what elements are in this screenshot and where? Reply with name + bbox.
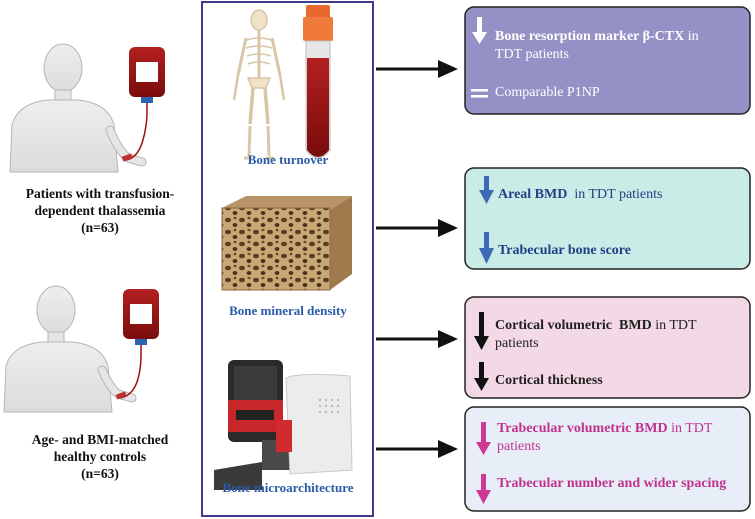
turnover-result-bold: Bone resorption marker β-CTX <box>495 29 685 44</box>
cortical-result-rest: in TDT <box>651 318 697 333</box>
patients-count: (n=63) <box>81 220 119 235</box>
controls-count: (n=63) <box>81 466 119 481</box>
trabecular-result-rest: in TDT <box>667 421 713 436</box>
turnover-result-line3: Comparable P1NP <box>495 85 600 100</box>
patient-figure-tdt <box>9 43 147 173</box>
control-figure <box>3 285 137 413</box>
result-box-trabecular <box>464 406 751 512</box>
result-box-bmd <box>464 167 751 270</box>
result-box-cortical <box>464 296 751 399</box>
cortical-result-line3: Cortical thickness <box>495 373 603 388</box>
trabecular-bone-icon <box>221 196 352 291</box>
decrease-arrow-icon <box>474 362 489 391</box>
increase-arrow-icon <box>472 17 487 44</box>
result-box-turnover <box>464 6 751 115</box>
skeleton-icon <box>232 9 286 160</box>
patients-caption-line1: Patients with transfusion- <box>25 186 175 201</box>
decrease-arrow-icon <box>476 422 491 455</box>
decrease-arrow-icon <box>474 312 489 350</box>
decrease-arrow-icon <box>479 176 494 204</box>
blood-bag-icon <box>115 289 159 400</box>
trabecular-result-line3: Trabecular number and wider spacing <box>497 476 727 491</box>
bmd-result-line1: Areal BMD in TDT patients <box>498 186 743 203</box>
up-down-arrows <box>471 17 494 504</box>
bmd-result-line2: Trabecular bone score <box>498 243 631 258</box>
trabecular-result-line1: Trabecular volumetric BMD in TDT <box>497 420 747 437</box>
hr-pqct-scanner-icon <box>214 360 353 490</box>
turnover-result-line2: TDT patients <box>495 47 570 62</box>
blood-tube-icon <box>303 5 333 159</box>
equal-icon <box>471 89 488 98</box>
bone-turnover-label: Bone turnover <box>247 152 329 167</box>
trabecular-result-bold: Trabecular volumetric BMD <box>497 421 668 436</box>
decrease-arrow-icon <box>476 474 491 504</box>
bmd-result-rest: in TDT patients <box>567 187 663 202</box>
controls-caption-line2: healthy controls <box>53 449 147 464</box>
bone-mineral-density-label: Bone mineral density <box>229 303 347 318</box>
middle-panel-frame <box>201 1 374 517</box>
blood-bag-icon <box>121 47 165 162</box>
patients-caption-line2: dependent thalassemia <box>34 203 166 218</box>
cortical-result-line2: patients <box>495 336 539 351</box>
cortical-result-line1: Cortical volumetric BMD in TDT <box>495 317 745 334</box>
patients-caption: Patients with transfusion- dependent tha… <box>0 185 200 236</box>
turnover-result-line1: Bone resorption marker β-CTX in <box>495 28 745 45</box>
trabecular-result-line2: patients <box>497 439 541 454</box>
decrease-arrow-icon <box>479 232 494 264</box>
bone-microarchitecture-label: Bone microarchitecture <box>222 480 354 495</box>
turnover-result-rest: in <box>684 29 699 44</box>
controls-caption: Age- and BMI-matched healthy controls (n… <box>0 431 200 482</box>
bmd-result-bold: Areal BMD <box>498 187 568 202</box>
cortical-result-bold: Cortical volumetric BMD <box>495 318 652 333</box>
controls-caption-line1: Age- and BMI-matched <box>31 432 169 447</box>
connector-arrows <box>376 60 458 458</box>
